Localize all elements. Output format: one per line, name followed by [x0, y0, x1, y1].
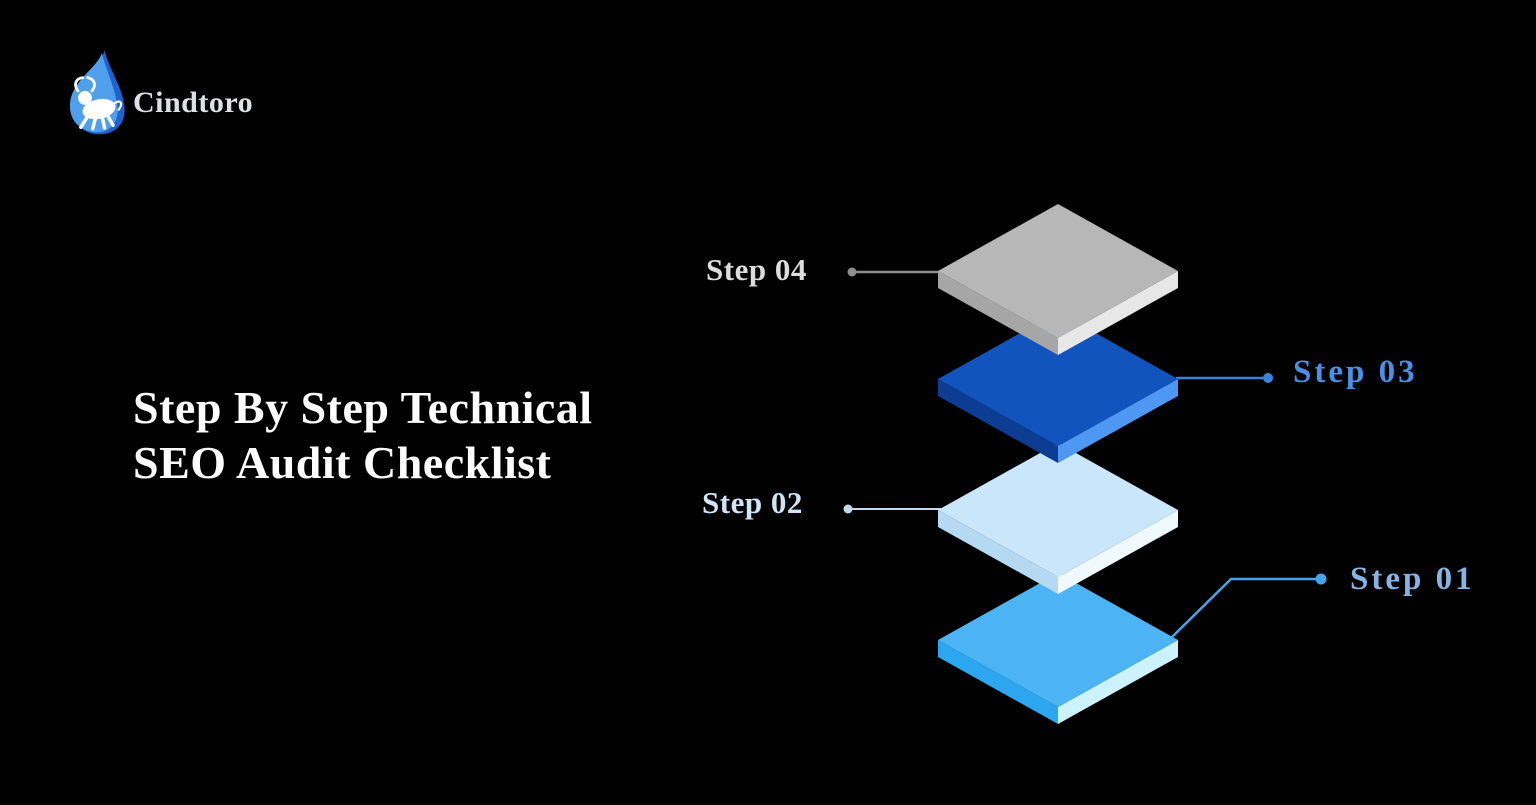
page-title: Step By Step Technical SEO Audit Checkli…	[133, 380, 593, 490]
step-01-label: Step 01	[1350, 561, 1475, 597]
layer-step-04-left-face	[938, 271, 1058, 355]
connector-dot-step-02	[843, 504, 853, 514]
connector-step-03	[1176, 373, 1273, 383]
bull-droplet-logo-icon	[69, 50, 125, 135]
step-03-label: Step 03	[1293, 354, 1418, 390]
step-04-label: Step 04	[706, 252, 807, 287]
layer-step-03	[938, 312, 1178, 463]
layer-step-01-left-face	[938, 640, 1058, 724]
connector-dot-step-04	[847, 267, 857, 277]
layer-step-03-left-face	[938, 379, 1058, 463]
connector-step-01	[1170, 573, 1327, 639]
step-02-label: Step 02	[702, 485, 803, 520]
connector-dot-step-03	[1263, 373, 1273, 383]
layer-step-02-right-face	[1058, 510, 1178, 594]
layer-step-04-right-face	[1058, 271, 1178, 355]
layer-step-01-top-face	[938, 573, 1178, 707]
page-title-line2: SEO Audit Checklist	[133, 437, 552, 488]
layer-step-04-top-face	[938, 204, 1178, 338]
layer-step-01-right-face	[1058, 640, 1178, 724]
layer-step-02-top-face	[938, 443, 1178, 577]
layer-step-01	[938, 573, 1178, 724]
connector-line-step-01	[1170, 577, 1316, 639]
layer-step-03-right-face	[1058, 379, 1178, 463]
layer-step-02	[938, 443, 1178, 594]
connector-step-02	[843, 504, 941, 514]
connector-dot-step-01	[1315, 573, 1327, 585]
page-title-line1: Step By Step Technical	[133, 382, 593, 433]
logo-bull	[74, 76, 123, 131]
connector-step-04	[847, 267, 941, 277]
layer-step-04	[938, 204, 1178, 355]
layer-step-03-top-face	[938, 312, 1178, 446]
brand-header: Cindtoro	[60, 42, 380, 142]
brand-name: Cindtoro	[133, 86, 254, 119]
layer-step-02-left-face	[938, 510, 1058, 594]
